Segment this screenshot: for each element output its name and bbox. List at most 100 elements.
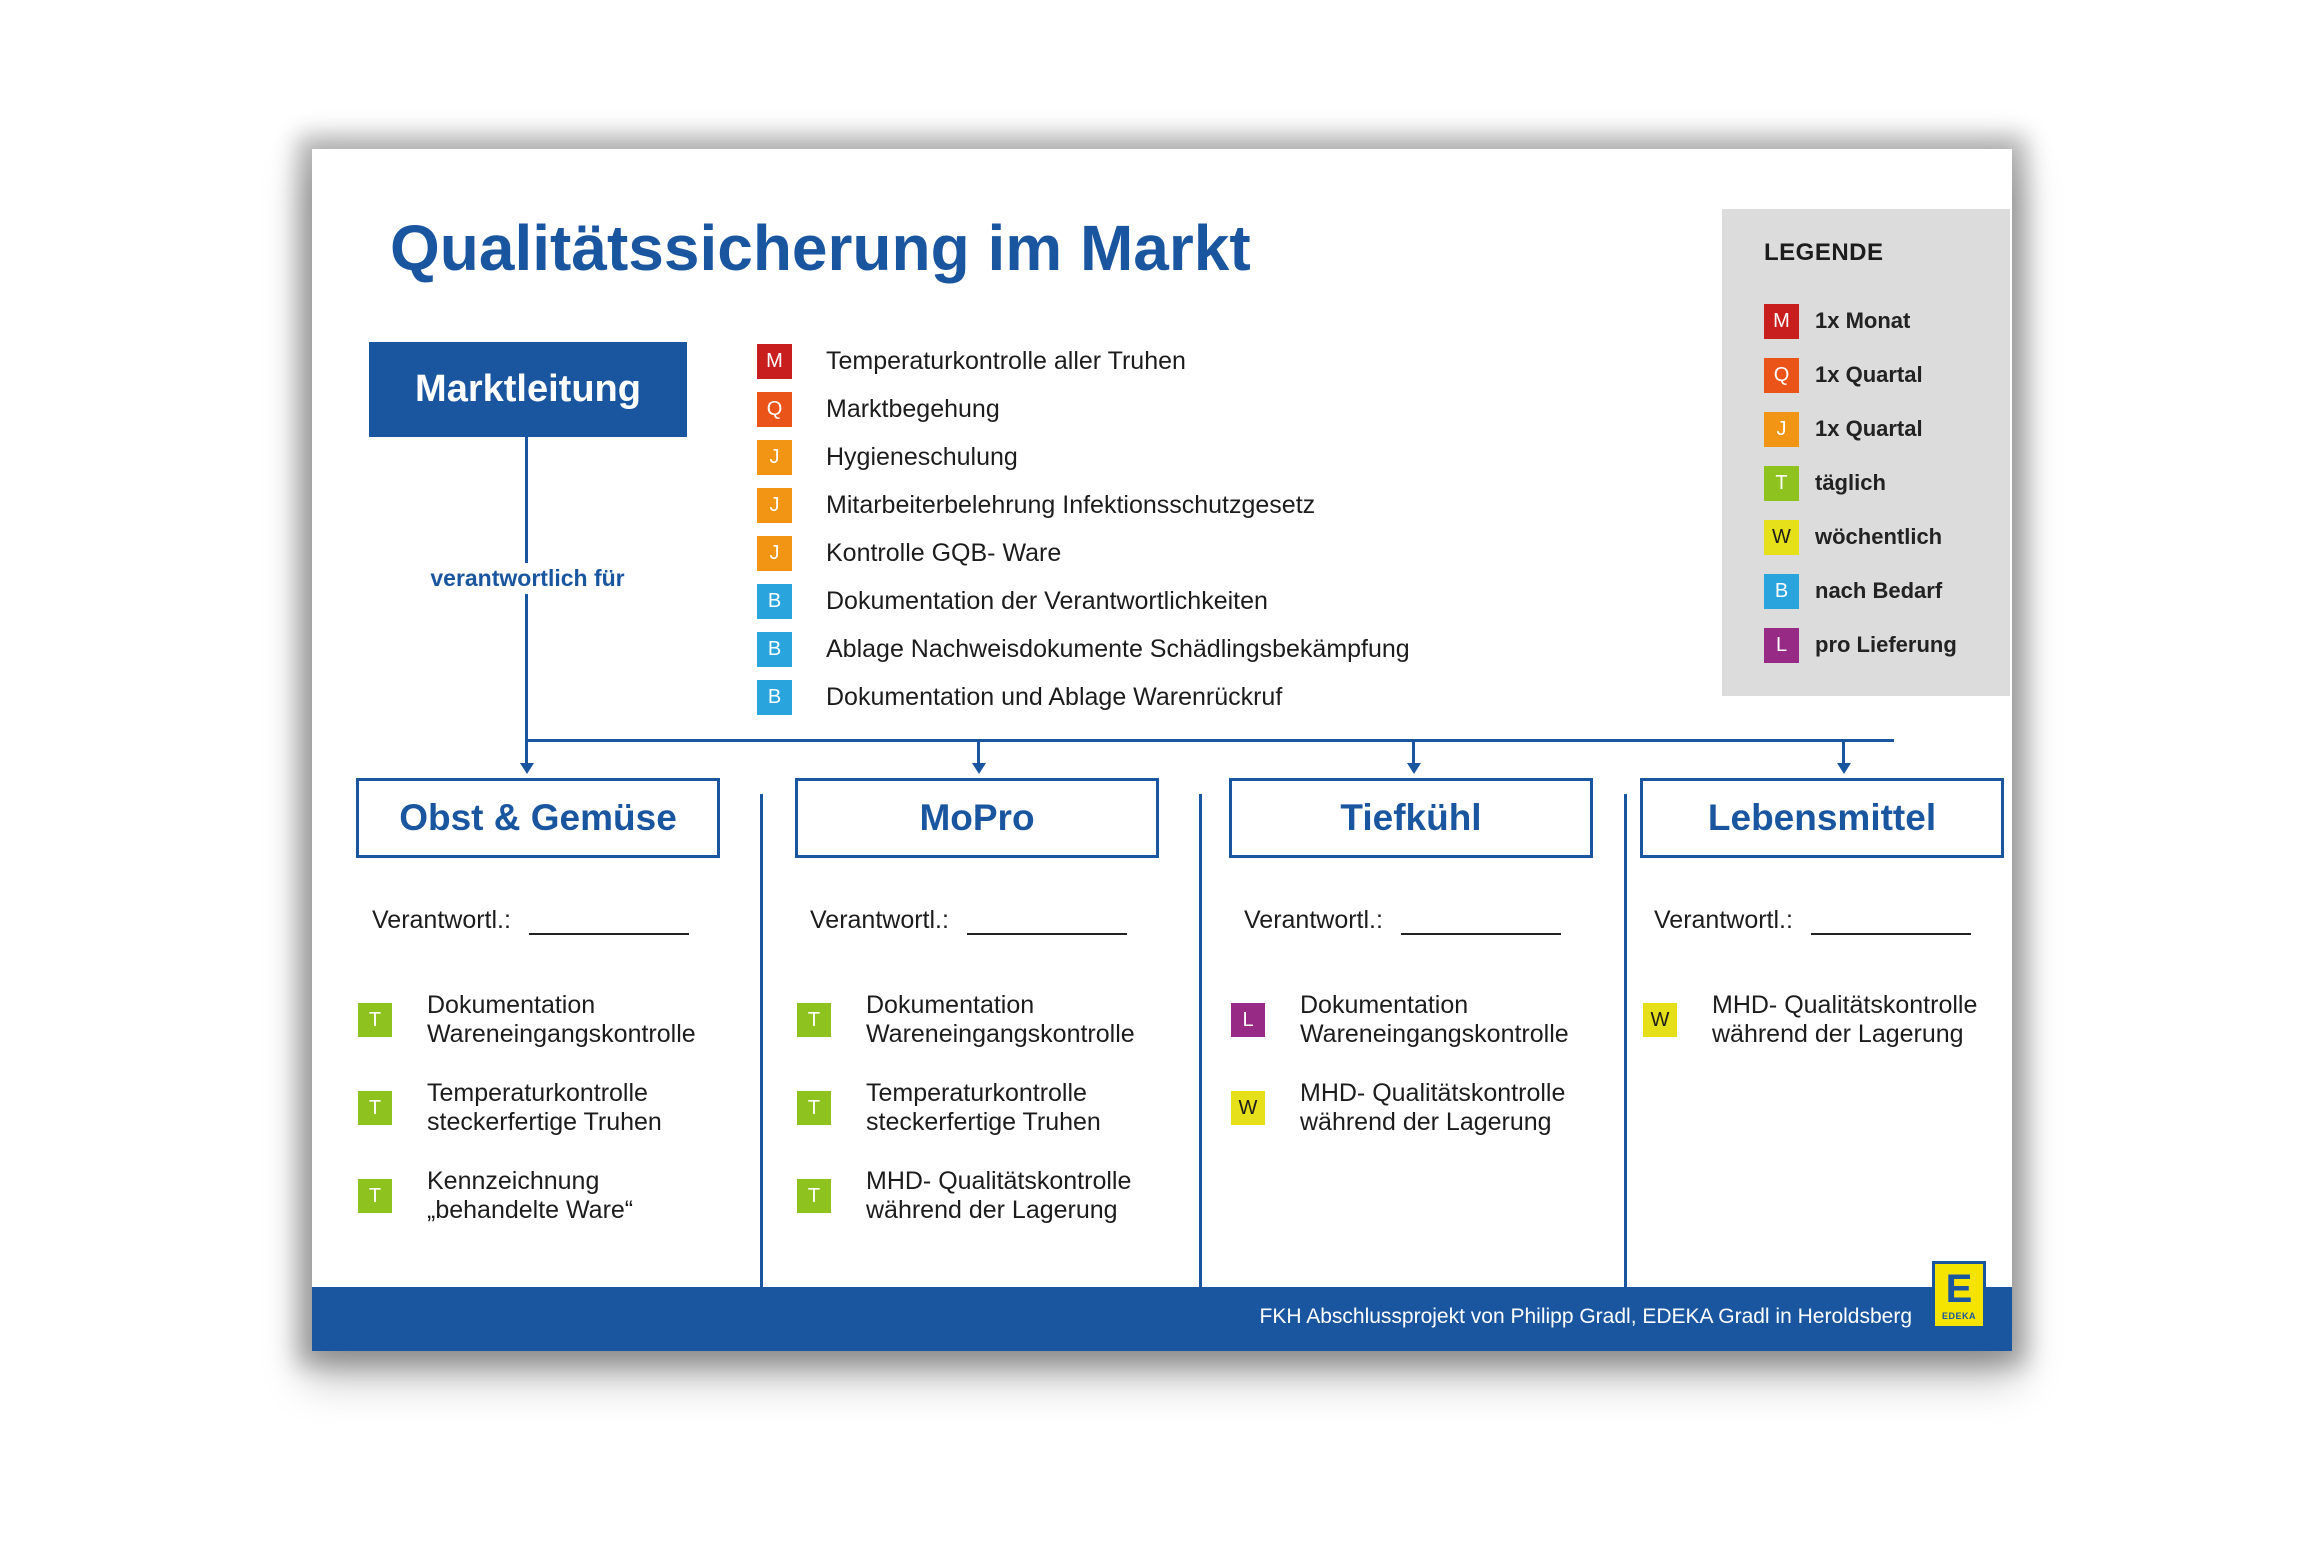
legend-text: nach Bedarf — [1815, 578, 1943, 603]
task-line: steckerfertige Truhen — [427, 1108, 662, 1136]
task-line: während der Lagerung — [866, 1196, 1118, 1224]
task-line: Kennzeichnung — [427, 1167, 600, 1195]
poster: Qualitätssicherung im Markt Marktleitung… — [312, 149, 2012, 1351]
responsible-label: Verantwortl.: — [810, 906, 949, 934]
responsible-blank[interactable] — [966, 909, 1127, 935]
task-line: „behandelte Ware“ — [427, 1196, 634, 1224]
legend-text: 1x Monat — [1815, 308, 1911, 333]
responsible-field: Verantwortl.: — [1654, 906, 1971, 935]
task-text: Dokumentation der Verantwortlichkeiten — [826, 586, 1268, 615]
legend-text: pro Lieferung — [1815, 632, 1957, 657]
management-task: M Temperaturkontrolle aller Truhen — [757, 342, 1410, 380]
connector-drop — [1412, 739, 1415, 767]
responsible-field: Verantwortl.: — [810, 906, 1127, 935]
legend-title: LEGENDE — [1764, 239, 1884, 266]
frequency-badge: T — [797, 1003, 831, 1037]
department-box-obst-gemuese: Obst & Gemüse — [356, 778, 720, 858]
arrow-icon — [972, 763, 986, 774]
task-line: Temperaturkontrolle — [866, 1079, 1087, 1107]
task-line: während der Lagerung — [1712, 1020, 1964, 1048]
responsible-label: verantwortlich für — [410, 563, 645, 594]
task-text: Mitarbeiterbelehrung Infektionsschutzges… — [826, 490, 1316, 519]
task-line: während der Lagerung — [1300, 1108, 1552, 1136]
task-line: MHD- Qualitätskontrolle — [1300, 1079, 1566, 1107]
frequency-badge: B — [757, 631, 792, 667]
management-task: B Ablage Nachweisdokumente Schädlingsbekä… — [757, 630, 1410, 668]
frequency-badge: W — [1231, 1091, 1265, 1125]
frequency-badge: J — [757, 439, 792, 475]
frequency-badge: T — [797, 1179, 831, 1213]
frequency-badge: T — [797, 1091, 831, 1125]
frequency-badge: M — [757, 343, 792, 379]
arrow-icon — [1837, 763, 1851, 774]
task-line: Wareneingangskontrolle — [1300, 1020, 1569, 1048]
page-title: Qualitätssicherung im Markt — [390, 212, 1251, 284]
legend-item: J 1x Quartal — [1764, 410, 1957, 448]
logo-letter: E — [1945, 1267, 1973, 1311]
responsible-label: Verantwortl.: — [1654, 906, 1793, 934]
arrow-icon — [1407, 763, 1421, 774]
connector-drop — [977, 739, 980, 767]
management-task: J Hygieneschulung — [757, 438, 1410, 476]
responsible-blank[interactable] — [1810, 909, 1971, 935]
management-task: B Dokumentation der Verantwortlichkeiten — [757, 582, 1410, 620]
connector-drop — [1842, 739, 1845, 767]
task-text: Hygieneschulung — [826, 442, 1018, 471]
frequency-badge: B — [757, 583, 792, 619]
connector-drop — [525, 739, 528, 767]
responsible-blank[interactable] — [528, 909, 689, 935]
responsible-field: Verantwortl.: — [1244, 906, 1561, 935]
task-line: Dokumentation — [866, 991, 1035, 1019]
legend-item: M 1x Monat — [1764, 302, 1957, 340]
management-task: J Kontrolle GQB- Ware — [757, 534, 1410, 572]
task-text: Ablage Nachweisdokumente Schädlingsbekäm… — [826, 634, 1410, 663]
task-line: MHD- Qualitätskontrolle — [866, 1167, 1132, 1195]
frequency-badge: T — [1764, 465, 1799, 501]
frequency-badge: Q — [1764, 357, 1799, 393]
frequency-badge: B — [757, 679, 792, 715]
logo-wordmark: EDEKA — [1941, 1311, 1976, 1321]
task-line: steckerfertige Truhen — [866, 1108, 1101, 1136]
task-text: Temperaturkontrolle aller Truhen — [826, 346, 1186, 375]
legend-text: 1x Quartal — [1815, 416, 1923, 441]
task-text: Dokumentation und Ablage Warenrückruf — [826, 682, 1283, 711]
frequency-badge: J — [757, 535, 792, 571]
frequency-badge: M — [1764, 303, 1799, 339]
responsible-blank[interactable] — [1400, 909, 1561, 935]
column-divider — [1199, 794, 1202, 1351]
task-line: Wareneingangskontrolle — [866, 1020, 1135, 1048]
column-divider — [760, 794, 763, 1351]
footer-text: FKH Abschlussprojekt von Philipp Gradl, … — [1259, 1305, 1912, 1328]
responsible-label: Verantwortl.: — [372, 906, 511, 934]
frequency-badge: B — [1764, 573, 1799, 609]
frequency-badge: L — [1231, 1003, 1265, 1037]
frequency-badge: T — [358, 1003, 392, 1037]
task-line: Dokumentation — [1300, 991, 1469, 1019]
frequency-badge: T — [358, 1091, 392, 1125]
connector-horizontal — [525, 739, 1894, 742]
department-box-mopro: MoPro — [795, 778, 1159, 858]
task-line: Temperaturkontrolle — [427, 1079, 648, 1107]
task-text: Marktbegehung — [826, 394, 1000, 423]
frequency-badge: L — [1764, 627, 1799, 663]
task-line: Dokumentation — [427, 991, 596, 1019]
task-line: MHD- Qualitätskontrolle — [1712, 991, 1978, 1019]
task-text: Kontrolle GQB- Ware — [826, 538, 1062, 567]
frequency-badge: J — [1764, 411, 1799, 447]
